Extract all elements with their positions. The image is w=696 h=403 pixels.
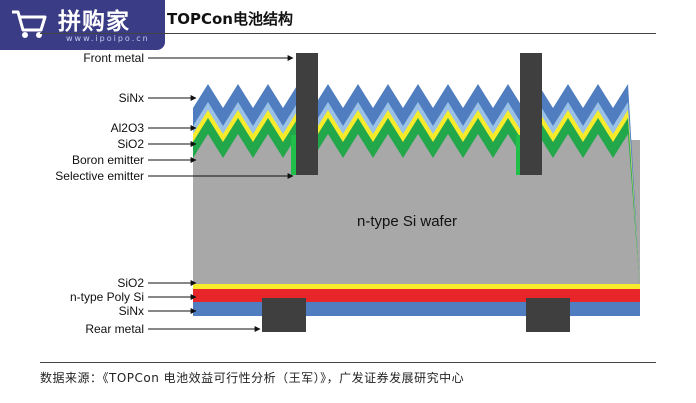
- bottom-divider: [40, 362, 656, 363]
- source-note: 数据来源：《TOPCon 电池效益可行性分析（王军）》，广发证券发展研究中心: [40, 371, 465, 385]
- label-selective-emitter: Selective emitter: [55, 169, 144, 183]
- rear-metal-contact-left: [262, 298, 306, 332]
- top-divider: [40, 33, 656, 34]
- front-metal-finger-right: [520, 53, 542, 175]
- label-sinx-top: SiNx: [119, 91, 144, 105]
- label-sio2-bottom: SiO2: [117, 276, 144, 290]
- label-sio2-top: SiO2: [117, 137, 144, 151]
- rear-metal-contact-right: [526, 298, 570, 332]
- sio2-bottom-layer: [193, 284, 640, 289]
- leader-arrows: [148, 55, 294, 332]
- wafer-label: n-type Si wafer: [357, 213, 457, 230]
- n-type-poly-si-layer: [193, 289, 640, 302]
- label-al2o3: Al2O3: [111, 121, 145, 135]
- label-boron-emitter: Boron emitter: [72, 153, 144, 167]
- front-metal-finger-left: [296, 53, 318, 175]
- sinx-bottom-layer: [193, 302, 640, 316]
- label-rear-metal: Rear metal: [85, 322, 144, 336]
- logo-text: 拼购家: [58, 9, 130, 35]
- label-poly-si: n-type Poly Si: [70, 290, 144, 304]
- label-front-metal: Front metal: [83, 51, 144, 65]
- figure-title: TOPCon电池结构: [167, 10, 293, 28]
- wafer-top-surface: [193, 134, 640, 290]
- watermark-logo: 拼购家 www.ipoipo.cn: [0, 0, 165, 50]
- label-sinx-bottom: SiNx: [119, 304, 144, 318]
- logo-url: www.ipoipo.cn: [66, 34, 150, 43]
